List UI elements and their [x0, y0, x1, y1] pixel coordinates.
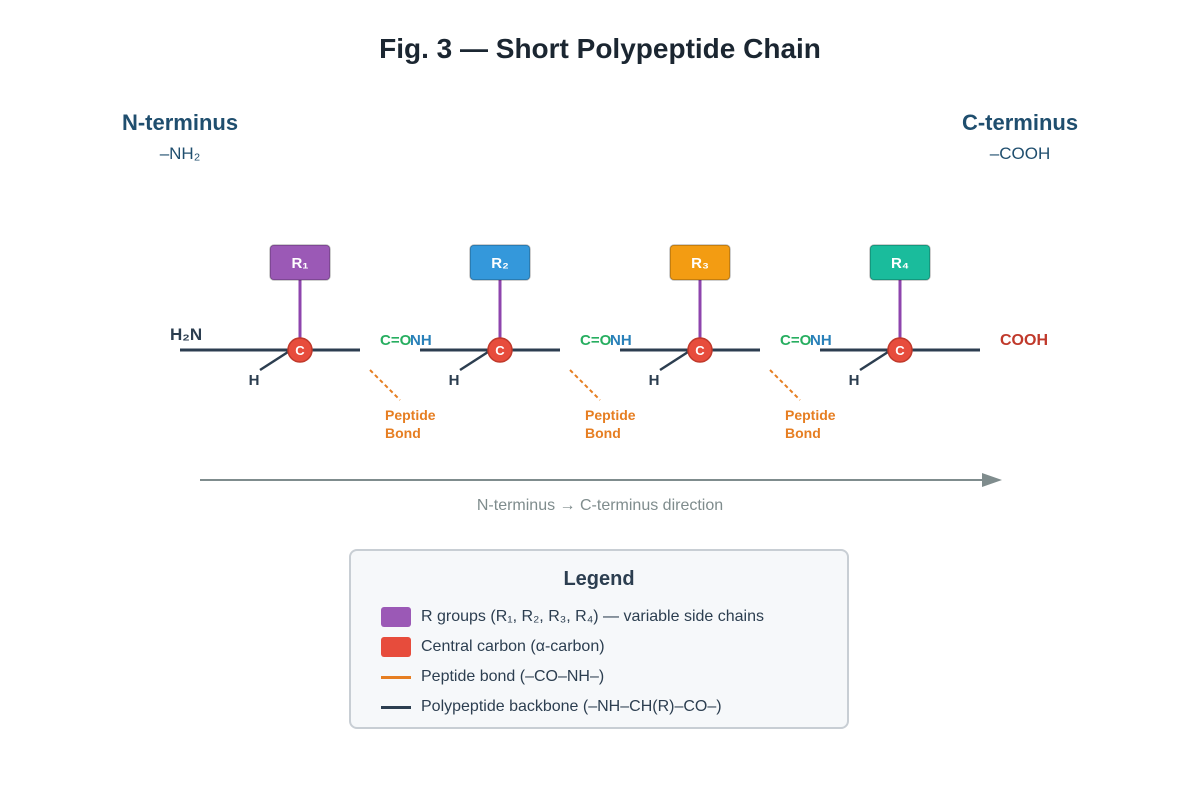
- carbonyl-label-3: C=O: [780, 332, 812, 349]
- legend-item-alpha-carbon: Central carbon (α-carbon): [381, 636, 605, 658]
- hydrogen-bond-4: [859, 350, 889, 372]
- carbonyl-label-2: C=O: [580, 332, 612, 349]
- legend-item-peptide-bond: Peptide bond (–CO–NH–): [381, 666, 604, 688]
- peptide-bond-label-1-line2: Bond: [385, 425, 421, 441]
- alpha-carbon-label-2: C: [495, 343, 505, 358]
- n-terminus-label: H₂N: [170, 325, 202, 344]
- c-terminus-group: –COOH: [989, 144, 1051, 163]
- r-group-box-1: [269, 244, 331, 281]
- peptide-bond-label-2-line1: Peptide: [585, 407, 636, 423]
- hydrogen-bond-1: [259, 350, 289, 372]
- n-terminus-name: N-terminus: [121, 110, 239, 135]
- r-group-box-4: [869, 244, 931, 281]
- alpha-carbon-4: [887, 337, 913, 363]
- carbonyl-label-1: C=O: [380, 332, 412, 349]
- legend-swatch-peptide-bond: [381, 675, 411, 679]
- amide-label-1: NH: [410, 332, 432, 349]
- legend-title: Legend: [563, 568, 635, 590]
- n-terminus-group: –NH₂: [159, 144, 201, 163]
- legend-label-peptide-bond: Peptide bond (–CO–NH–): [421, 668, 605, 685]
- legend-label-alpha-carbon: Central carbon (α-carbon): [421, 638, 605, 655]
- r-group-box-3: [669, 244, 731, 281]
- r-group-box-2: [469, 244, 531, 281]
- alpha-carbon-label-4: C: [895, 343, 905, 358]
- direction-arrow-head: [982, 473, 1002, 487]
- peptide-bond-marker-3: [769, 369, 801, 401]
- c-terminus-name: C-terminus: [961, 110, 1079, 135]
- alpha-carbon-label-1: C: [295, 343, 305, 358]
- legend-label-backbone: Polypeptide backbone (–NH–CH(R)–CO–): [421, 698, 722, 715]
- hydrogen-label-3: H: [649, 372, 660, 389]
- legend-item-backbone: Polypeptide backbone (–NH–CH(R)–CO–): [381, 696, 722, 718]
- c-terminus-label: COOH: [1000, 332, 1048, 349]
- peptide-bond-marker-2: [569, 369, 601, 401]
- hydrogen-bond-3: [659, 350, 689, 372]
- alpha-carbon-2: [487, 337, 513, 363]
- direction-label: N-terminus → C-terminus direction: [477, 497, 723, 514]
- amide-label-3: NH: [810, 332, 832, 349]
- hydrogen-label-2: H: [449, 372, 460, 389]
- r-group-label-3: R₃: [691, 255, 709, 272]
- figure-title: Fig. 3 — Short Polypeptide Chain: [379, 33, 821, 64]
- peptide-bond-label-3-line1: Peptide: [785, 407, 836, 423]
- peptide-bond-marker-1: [369, 369, 401, 401]
- alpha-carbon-label-3: C: [695, 343, 705, 358]
- r-group-label-2: R₂: [491, 255, 509, 272]
- c-terminus-header: C-terminus –COOH: [900, 110, 1140, 164]
- legend-swatch-alpha-carbon: [381, 637, 411, 657]
- legend-swatch-r-groups: [381, 607, 411, 627]
- legend-swatch-backbone: [381, 705, 411, 709]
- alpha-carbon-1: [287, 337, 313, 363]
- legend-panel: Legend R groups (R₁, R₂, R₃, R₄) — varia…: [349, 549, 849, 729]
- peptide-bond-label-1-line1: Peptide: [385, 407, 436, 423]
- amide-label-2: NH: [610, 332, 632, 349]
- r-group-label-1: R₁: [291, 255, 308, 272]
- legend-label-r-groups: R groups (R₁, R₂, R₃, R₄) — variable sid…: [421, 608, 764, 625]
- hydrogen-label-1: H: [249, 372, 260, 389]
- alpha-carbon-3: [687, 337, 713, 363]
- legend-item-r-groups: R groups (R₁, R₂, R₃, R₄) — variable sid…: [381, 606, 764, 628]
- hydrogen-bond-2: [459, 350, 489, 372]
- r-group-label-4: R₄: [891, 255, 909, 272]
- hydrogen-label-4: H: [849, 372, 860, 389]
- n-terminus-header: N-terminus –NH₂: [60, 110, 300, 164]
- peptide-bond-label-2-line2: Bond: [585, 425, 621, 441]
- peptide-bond-label-3-line2: Bond: [785, 425, 821, 441]
